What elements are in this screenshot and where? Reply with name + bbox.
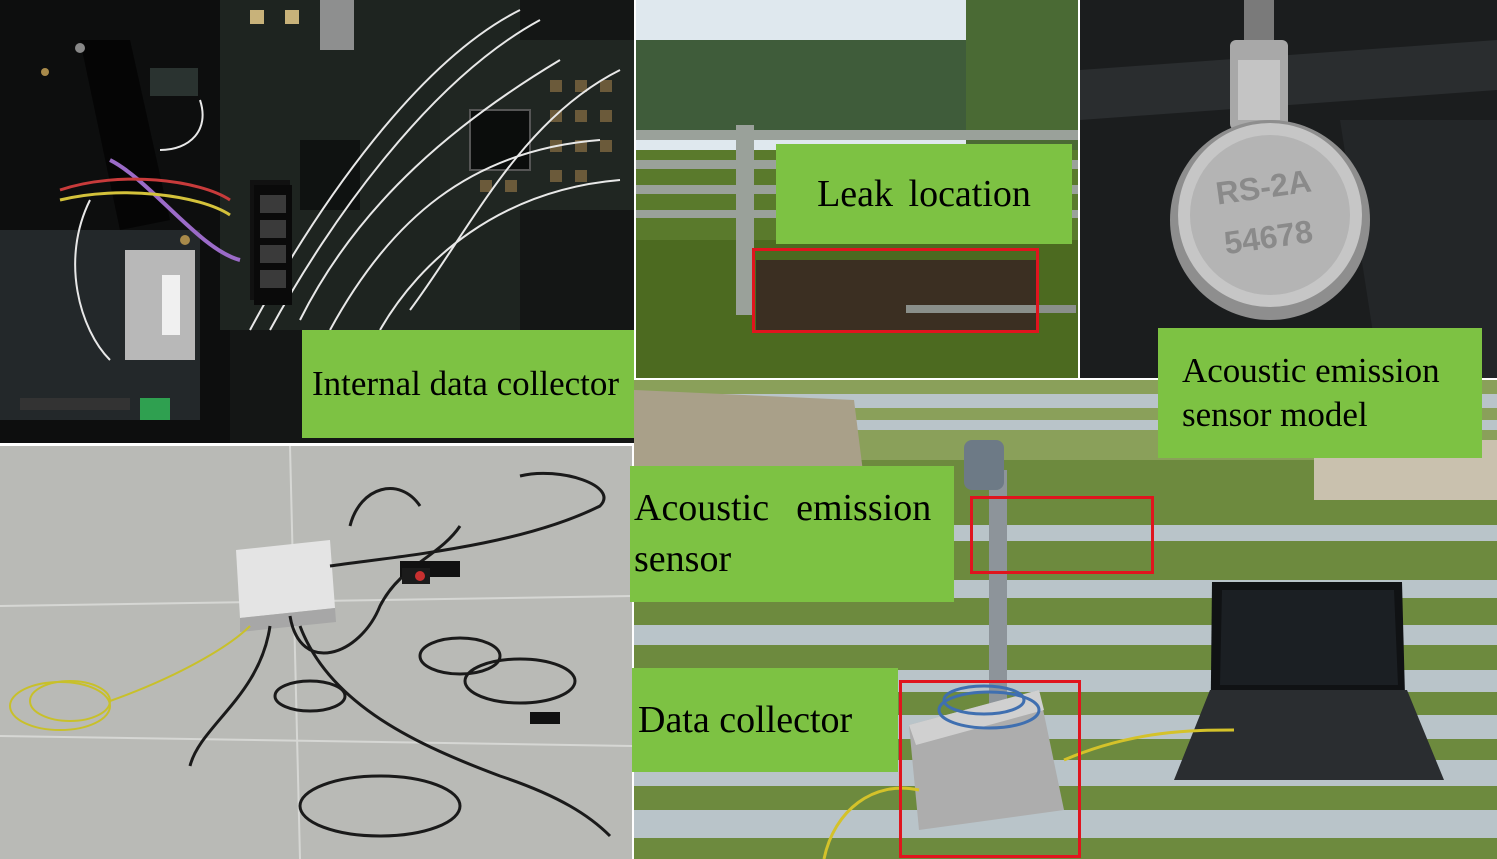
sensor-text-line2: sensor: [634, 538, 732, 580]
internal-data-collector-label: Internal data collector: [302, 330, 634, 438]
equipment-floor-photo: [0, 446, 632, 859]
data-collector-highlight: [899, 680, 1081, 858]
internal-collector-photo: [0, 0, 634, 443]
leak-location-label: Leak location: [776, 144, 1072, 244]
sensor-highlight: [970, 496, 1154, 574]
leak-location-highlight: [752, 248, 1039, 333]
sensor-label: Acoustic emission sensor: [630, 466, 954, 602]
sensor-model-text-line1: Acoustic emission: [1182, 351, 1440, 391]
sensor-text-line1: Acoustic emission: [634, 486, 932, 529]
data-collector-label: Data collector: [632, 668, 898, 772]
sensor-model-label: Acoustic emission sensor model: [1158, 328, 1482, 458]
internal-data-collector-text: Internal data collector: [312, 364, 620, 403]
data-collector-text: Data collector: [638, 699, 853, 741]
field-setup-photo: [634, 380, 1497, 859]
sensor-closeup-photo: RS-2A 54678: [1080, 0, 1497, 378]
leak-location-text: Leak location: [817, 173, 1031, 215]
sensor-model-text-line2: sensor model: [1182, 395, 1368, 434]
